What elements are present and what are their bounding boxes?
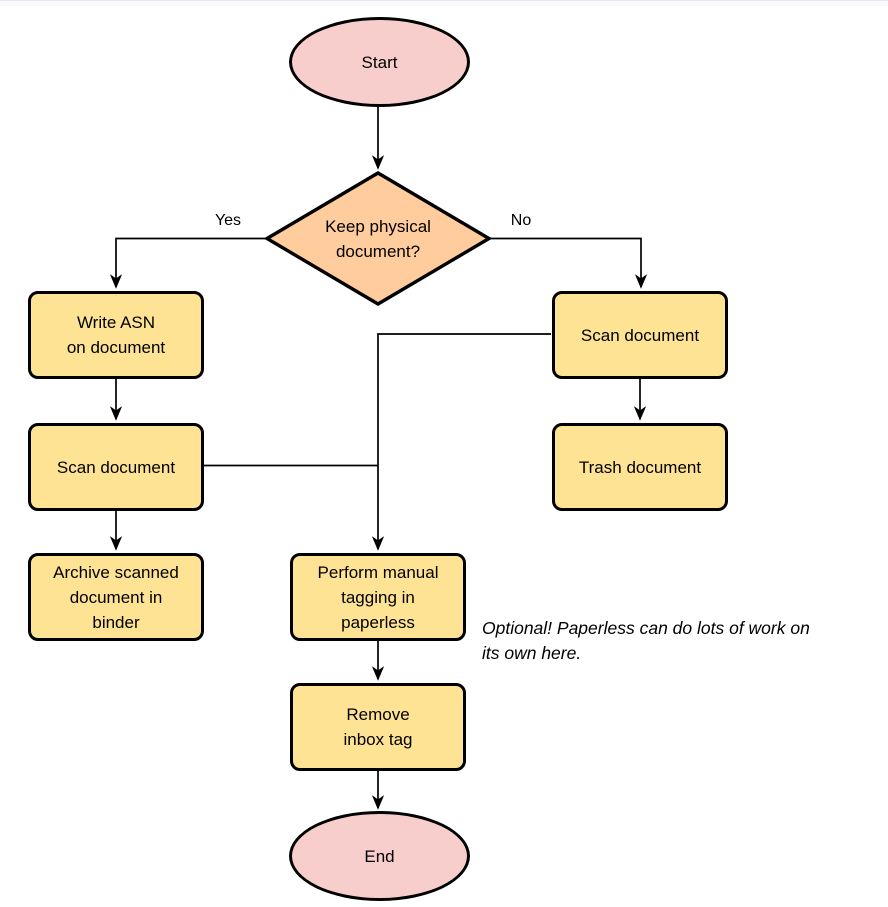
edge-decision-yes <box>116 237 266 288</box>
node-archive-binder: Archive scanned document in binder <box>28 553 204 641</box>
node-start: Start <box>289 17 470 107</box>
node-remove-inbox-tag: Remove inbox tag <box>290 683 466 771</box>
node-decision-label: Keep physical document? <box>325 216 431 261</box>
node-scan-document-left: Scan document <box>28 423 204 511</box>
node-remove-inbox-tag-label: Remove inbox tag <box>343 705 413 749</box>
node-scan-document-left-label: Scan document <box>56 457 176 477</box>
node-end-label: End <box>364 846 395 866</box>
node-decision-label-box: Keep physical document? <box>288 212 468 265</box>
node-manual-tagging-label: Perform manual tagging in paperless <box>317 562 439 632</box>
edge-label-no: No <box>510 212 532 229</box>
edge-scanright-to-tagging <box>378 333 551 549</box>
node-write-asn-label: Write ASN on document <box>66 313 166 357</box>
node-manual-tagging: Perform manual tagging in paperless <box>290 553 466 641</box>
node-archive-binder-label: Archive scanned document in binder <box>53 562 179 632</box>
node-start-label: Start <box>361 52 398 72</box>
node-trash-document-label: Trash document <box>578 457 702 477</box>
node-scan-document-right: Scan document <box>552 291 728 379</box>
window-bottom-edge <box>0 0 888 6</box>
node-end: End <box>289 811 470 901</box>
node-scan-document-right-label: Scan document <box>580 325 700 345</box>
optional-note: Optional! Paperless can do lots of work … <box>482 591 884 666</box>
optional-note-text: Optional! Paperless can do lots of work … <box>482 618 810 663</box>
node-trash-document: Trash document <box>552 423 728 511</box>
node-write-asn: Write ASN on document <box>28 291 204 379</box>
edge-label-yes: Yes <box>214 212 242 229</box>
edge-decision-no <box>489 237 641 288</box>
